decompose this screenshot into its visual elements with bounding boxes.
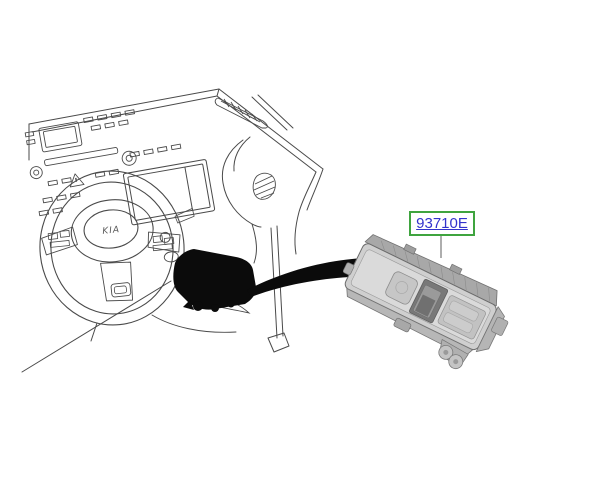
kia-logo: KIA [102,225,121,237]
center-display [122,159,216,226]
speaker-grille-icon [214,97,268,129]
defrost-vent-slats [129,143,182,158]
part-number-label[interactable]: 93710E [416,215,468,232]
left-control-cluster [24,109,137,217]
part-number-callout[interactable]: 93710E [409,211,475,236]
highlighted-part-location [173,249,257,312]
dashboard-outline [28,88,324,264]
switch-assembly-part[interactable] [326,223,520,382]
steering-wheel: KIA [39,170,195,326]
a-pillar-lines [251,94,294,131]
side-vent-grille-icon [252,172,276,200]
svg-text:KIA: KIA [102,225,121,237]
